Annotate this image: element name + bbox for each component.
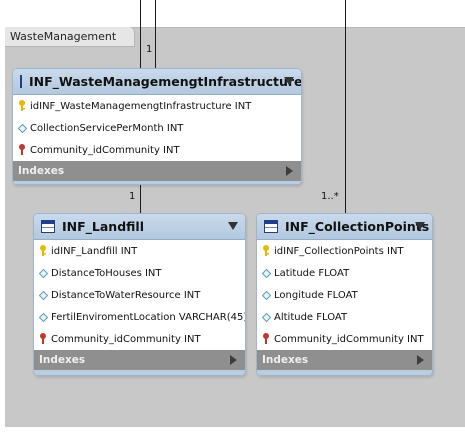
column-label: Community_idCommunity INT — [51, 333, 201, 345]
indexes-bar[interactable]: Indexes — [34, 350, 245, 370]
column-row[interactable]: FertilEnviromentLocation VARCHAR(45) — [34, 306, 245, 328]
relationship-line-middle-segment[interactable] — [155, 27, 156, 70]
column-label: idINF_CollectionPoints INT — [274, 245, 404, 257]
column-row[interactable]: DistanceToWaterResource INT — [34, 284, 245, 306]
column-row[interactable]: DistanceToHouses INT — [34, 262, 245, 284]
table-infrastructure[interactable]: INF_WasteManagemengtInfrastructure idINF… — [12, 68, 302, 185]
column-row[interactable]: CollectionServicePerMonth INT — [13, 117, 301, 139]
cardinality-collection: 1..* — [321, 191, 339, 202]
expand-arrow-icon[interactable] — [417, 355, 424, 365]
relationship-line-landfill[interactable] — [140, 185, 141, 215]
layer-title-tab[interactable]: WasteManagement — [5, 27, 135, 47]
column-row[interactable]: Longitude FLOAT — [257, 284, 432, 306]
table-title: INF_Landfill — [62, 219, 144, 234]
table-header[interactable]: INF_WasteManagemengtInfrastructure — [13, 69, 301, 95]
table-footer — [13, 181, 301, 184]
indexes-label: Indexes — [39, 354, 86, 366]
column-label: Community_idCommunity INT — [30, 144, 180, 156]
column-diamond-icon — [261, 311, 271, 323]
table-footer — [34, 370, 245, 375]
column-label: Altitude FLOAT — [274, 311, 348, 323]
primary-key-icon — [261, 245, 271, 257]
column-diamond-icon — [38, 267, 48, 279]
table-icon — [20, 75, 22, 88]
relationship-line-collection[interactable] — [345, 27, 346, 215]
column-label: FertilEnviromentLocation VARCHAR(45) — [51, 311, 246, 323]
column-row[interactable]: idINF_CollectionPoints INT — [257, 240, 432, 262]
indexes-label: Indexes — [262, 354, 309, 366]
foreign-key-icon — [261, 333, 271, 345]
table-icon — [264, 220, 278, 233]
table-landfill[interactable]: INF_Landfill idINF_Landfill INT Distance… — [33, 213, 246, 376]
column-row[interactable]: Latitude FLOAT — [257, 262, 432, 284]
column-label: DistanceToHouses INT — [51, 267, 162, 279]
column-row[interactable]: idINF_WasteManagemengtInfrastructure INT — [13, 95, 301, 117]
table-title: INF_WasteManagemengtInfrastructure — [29, 74, 302, 89]
cardinality-landfill: 1 — [129, 191, 136, 202]
column-row[interactable]: Community_idCommunity INT — [13, 139, 301, 161]
column-row[interactable]: Altitude FLOAT — [257, 306, 432, 328]
table-collection-points[interactable]: INF_CollectionPoints idINF_CollectionPoi… — [256, 213, 433, 376]
indexes-label: Indexes — [18, 165, 65, 177]
column-row[interactable]: Community_idCommunity INT — [34, 328, 245, 350]
column-diamond-icon — [38, 311, 48, 323]
table-footer — [257, 370, 432, 375]
column-diamond-icon — [38, 289, 48, 301]
column-row[interactable]: Community_idCommunity INT — [257, 328, 432, 350]
column-diamond-icon — [261, 289, 271, 301]
collapse-toggle-icon[interactable] — [284, 77, 294, 85]
table-icon — [41, 220, 55, 233]
indexes-bar[interactable]: Indexes — [257, 350, 432, 370]
column-label: Longitude FLOAT — [274, 289, 358, 301]
expand-arrow-icon[interactable] — [230, 355, 237, 365]
indexes-bar[interactable]: Indexes — [13, 161, 301, 181]
collapse-toggle-icon[interactable] — [415, 222, 425, 230]
collapse-toggle-icon[interactable] — [228, 222, 238, 230]
column-diamond-icon — [261, 267, 271, 279]
primary-key-icon — [38, 245, 48, 257]
table-header[interactable]: INF_CollectionPoints — [257, 214, 432, 240]
column-label: idINF_Landfill INT — [51, 245, 138, 257]
column-label: Latitude FLOAT — [274, 267, 350, 279]
primary-key-icon — [17, 100, 27, 112]
foreign-key-icon — [17, 144, 27, 156]
table-title: INF_CollectionPoints — [285, 219, 430, 234]
column-row[interactable]: idINF_Landfill INT — [34, 240, 245, 262]
column-label: idINF_WasteManagemengtInfrastructure INT — [30, 100, 252, 112]
column-label: CollectionServicePerMonth INT — [30, 122, 184, 134]
foreign-key-icon — [38, 333, 48, 345]
cardinality-top: 1 — [146, 44, 153, 55]
layer-title: WasteManagement — [10, 30, 117, 43]
relationship-line-left-segment[interactable] — [140, 27, 141, 70]
table-header[interactable]: INF_Landfill — [34, 214, 245, 240]
column-label: Community_idCommunity INT — [274, 333, 424, 345]
column-diamond-icon — [17, 122, 27, 134]
column-label: DistanceToWaterResource INT — [51, 289, 201, 301]
expand-arrow-icon[interactable] — [286, 166, 293, 176]
